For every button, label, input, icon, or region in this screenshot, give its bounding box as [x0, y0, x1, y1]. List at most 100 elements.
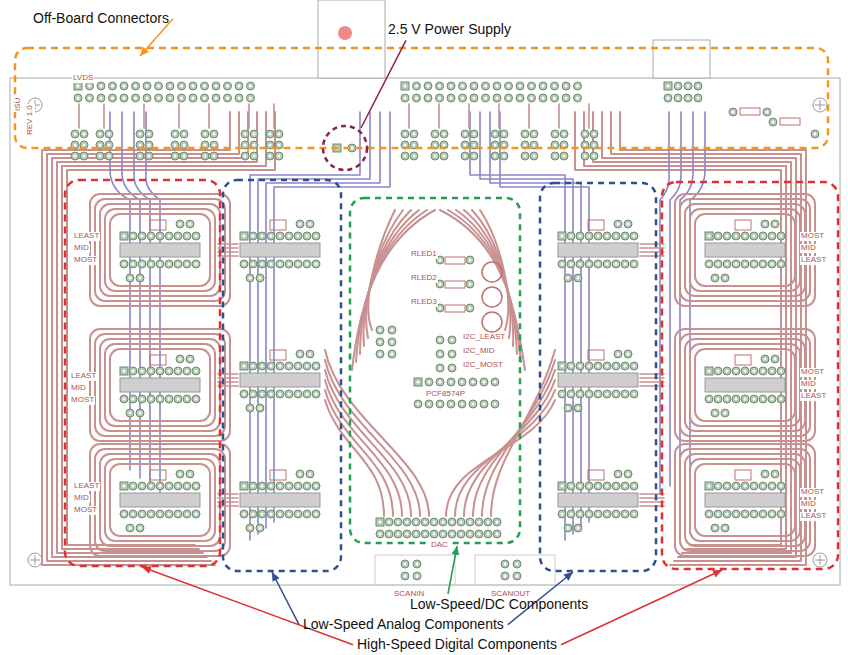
- pad-hole: [460, 521, 463, 524]
- pad: [388, 338, 396, 346]
- pad: [530, 130, 538, 138]
- pad-hole: [179, 223, 182, 226]
- trace: [611, 112, 801, 561]
- pad: [493, 518, 501, 526]
- pad-hole: [487, 521, 490, 524]
- pad-hole: [597, 365, 600, 368]
- pad: [176, 355, 184, 363]
- pad-hole: [379, 521, 382, 524]
- pad: [761, 220, 769, 228]
- pad-hole: [450, 403, 453, 406]
- pad: [761, 355, 769, 363]
- pad-hole: [238, 85, 241, 88]
- pad-hole: [771, 513, 774, 516]
- pad: [267, 390, 275, 398]
- pad-hole: [588, 485, 591, 488]
- pad-hole: [439, 283, 442, 286]
- pad-hole: [270, 235, 273, 238]
- pad-hole: [148, 144, 151, 147]
- region-outline: [15, 48, 828, 148]
- pad-hole: [123, 513, 126, 516]
- pad-hole: [261, 235, 264, 238]
- pad: [240, 260, 248, 268]
- pad-hole: [615, 485, 618, 488]
- pad-hole: [472, 403, 475, 406]
- pad: [447, 400, 455, 408]
- trace: [105, 344, 215, 426]
- pad-hole: [717, 263, 720, 266]
- pad: [562, 94, 570, 102]
- pad: [594, 482, 602, 490]
- pad: [165, 510, 173, 518]
- pad: [491, 378, 499, 386]
- pad: [768, 260, 776, 268]
- pad-hole: [473, 97, 476, 100]
- pad: [469, 378, 477, 386]
- pad: [431, 130, 439, 138]
- pad: [394, 518, 402, 526]
- pad-hole: [159, 513, 162, 516]
- pad: [493, 530, 501, 538]
- pad: [165, 232, 173, 240]
- pad: [630, 482, 638, 490]
- pad-hole: [204, 133, 207, 136]
- pad-hole: [179, 358, 182, 361]
- pad: [129, 482, 137, 490]
- pad-hole: [726, 513, 729, 516]
- trace: [62, 112, 266, 549]
- mount-hole: [30, 555, 40, 565]
- pad-hole: [588, 513, 591, 516]
- pad: [174, 232, 182, 240]
- trace: [640, 251, 664, 253]
- trace: [366, 210, 403, 338]
- pad: [721, 524, 729, 532]
- pad: [155, 94, 163, 102]
- pad-hole: [226, 85, 229, 88]
- pad-hole: [424, 533, 427, 536]
- trace: [110, 464, 210, 536]
- pad: [138, 395, 146, 403]
- silkscreen-label: LVDS: [72, 74, 94, 83]
- pad: [603, 510, 611, 518]
- pad-hole: [213, 144, 216, 147]
- pad: [306, 220, 314, 228]
- pad: [165, 482, 173, 490]
- pad: [466, 280, 474, 288]
- pad-hole: [415, 521, 418, 524]
- pad-hole: [141, 513, 144, 516]
- pad: [294, 390, 302, 398]
- pad: [276, 362, 284, 370]
- pad-hole: [129, 527, 132, 530]
- pad: [71, 130, 79, 138]
- pad-hole: [588, 365, 591, 368]
- pad-hole: [764, 473, 767, 476]
- pad: [521, 152, 529, 160]
- pad: [705, 260, 713, 268]
- pad-hole: [542, 85, 545, 88]
- pad: [147, 260, 155, 268]
- pad: [240, 362, 248, 370]
- pad: [156, 367, 164, 375]
- pad-hole: [724, 527, 727, 530]
- pad-hole: [252, 485, 255, 488]
- pad-hole: [567, 407, 570, 410]
- silkscreen-label: DAC: [430, 541, 449, 550]
- pad-hole: [708, 370, 711, 373]
- pad: [306, 470, 314, 478]
- pad: [183, 260, 191, 268]
- silkscreen-label: LEAST: [800, 392, 827, 401]
- trace: [325, 390, 393, 516]
- resistor-symbol: [780, 118, 800, 125]
- pad: [414, 378, 422, 386]
- pad: [567, 390, 575, 398]
- pad: [750, 367, 758, 375]
- pad-hole: [150, 398, 153, 401]
- pad: [457, 518, 465, 526]
- pad-hole: [461, 85, 464, 88]
- pad-hole: [288, 393, 291, 396]
- pad: [97, 94, 105, 102]
- pad-hole: [259, 527, 262, 530]
- pad-hole: [134, 85, 137, 88]
- pad: [769, 118, 777, 126]
- pad-hole: [309, 223, 312, 226]
